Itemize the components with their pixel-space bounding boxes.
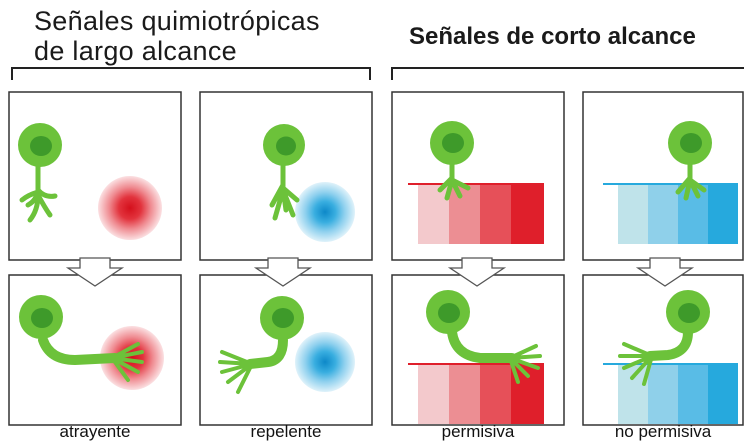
nonpermissive-substrate xyxy=(603,363,738,424)
neuron xyxy=(668,121,712,201)
arrow-down-icon xyxy=(635,257,695,287)
nucleus xyxy=(30,136,52,156)
repellent-gradient xyxy=(295,332,355,392)
column-repelente xyxy=(199,91,373,426)
neuron xyxy=(18,123,62,223)
neuron xyxy=(618,290,710,386)
neuron xyxy=(218,296,304,394)
caption-repelente: repelente xyxy=(250,422,322,441)
long-range-header-line-1: Señales quimiotrópicas xyxy=(34,6,320,36)
caption-permisiva: permisiva xyxy=(441,422,515,441)
arrow-down-icon xyxy=(65,257,125,287)
column-atrayente xyxy=(8,91,182,426)
nucleus xyxy=(680,133,702,153)
repellent-gradient xyxy=(295,182,355,242)
nucleus xyxy=(272,308,294,328)
column-permisiva xyxy=(391,91,565,426)
neuron xyxy=(430,121,474,201)
long-range-header: Señales quimiotrópicas de largo alcance xyxy=(34,6,320,66)
caption-no-permisiva: no permisiva xyxy=(614,422,712,441)
nucleus xyxy=(276,136,296,156)
column-no-permisiva xyxy=(582,91,744,426)
arrow-down-icon xyxy=(447,257,507,287)
attractant-gradient xyxy=(98,176,162,240)
panel-atrayente-before xyxy=(8,91,182,261)
attractant-gradient xyxy=(100,326,164,390)
short-range-header: Señales de corto alcance xyxy=(409,23,696,50)
nucleus xyxy=(678,303,700,323)
neuron xyxy=(426,290,542,384)
caption-atrayente: atrayente xyxy=(59,422,131,441)
nucleus xyxy=(31,308,53,328)
short-range-bracket xyxy=(391,67,744,80)
panel-repelente-before xyxy=(199,91,373,261)
nucleus xyxy=(442,133,464,153)
neuron xyxy=(263,124,305,221)
nucleus xyxy=(438,303,460,323)
neuron xyxy=(19,295,144,382)
long-range-header-line-2: de largo alcance xyxy=(34,36,237,66)
long-range-bracket xyxy=(11,67,371,80)
permissive-substrate xyxy=(408,183,544,244)
nonpermissive-substrate xyxy=(603,183,738,244)
arrow-down-icon xyxy=(253,257,313,287)
